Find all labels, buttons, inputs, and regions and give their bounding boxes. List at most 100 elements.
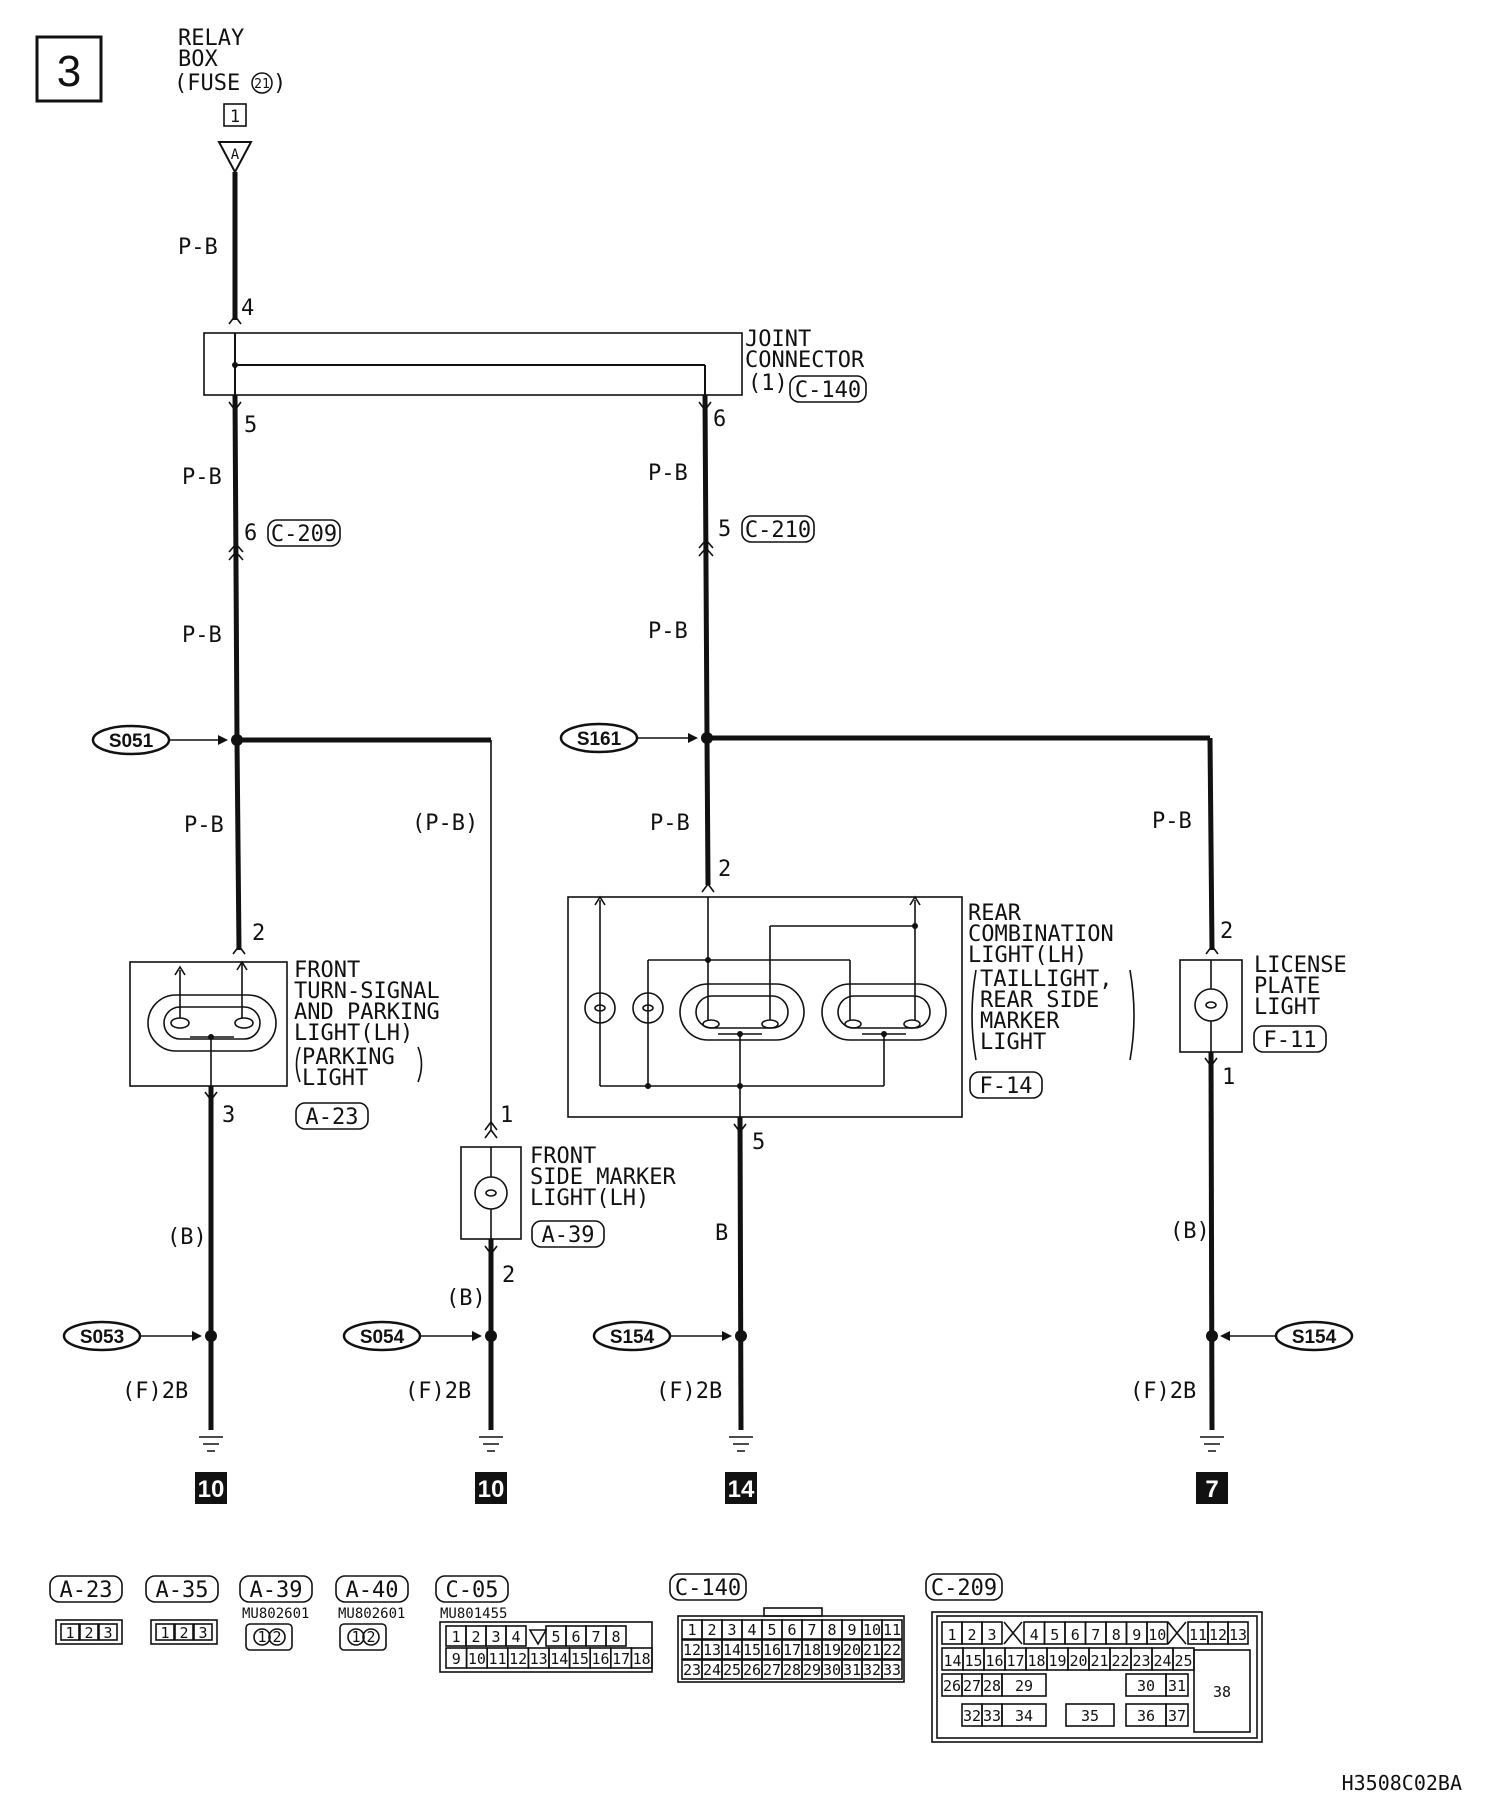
license-bulb <box>1194 988 1228 1022</box>
c209-row1b-pin: 8 <box>1112 1626 1121 1644</box>
c140-row1-pin: 9 <box>847 1621 856 1639</box>
rear-combo-label-3: LIGHT(LH) <box>968 943 1087 968</box>
rear-combo-in-arrow-icon <box>701 882 715 893</box>
junction-s054 <box>485 1330 497 1342</box>
front-turn-id: A-23 <box>306 1105 359 1130</box>
c140-row2-pin: 19 <box>823 1641 841 1659</box>
license-id: F-11 <box>1264 1028 1317 1053</box>
front-turn-label-3: AND PARKING <box>294 1000 440 1025</box>
c05-row2-pin: 9 <box>452 1650 461 1668</box>
c05-row1-pin: 6 <box>571 1628 580 1646</box>
rear-bulb-3 <box>679 983 805 1041</box>
document-code: H3508C02BA <box>1342 1771 1462 1795</box>
wire-ground-d <box>1208 1051 1215 1431</box>
legend-a40-label: A-40 <box>346 1578 399 1603</box>
splice-s054 <box>342 1320 422 1352</box>
legend-a23-connector: 1 2 3 <box>55 1619 123 1645</box>
c140-row3-pin: 26 <box>743 1661 761 1679</box>
license-label-3: LIGHT <box>1254 995 1320 1020</box>
joint-pin-left: 5 <box>244 413 257 438</box>
c140-row1-pin: 5 <box>767 1621 776 1639</box>
rear-bulb-4-fil-r <box>903 1019 921 1029</box>
c140-row3-pin: 24 <box>703 1661 721 1679</box>
legend-c05-tag <box>435 1575 509 1603</box>
c140-row1-pin: 8 <box>827 1621 836 1639</box>
c209-row1a-pin: 1 <box>947 1626 956 1644</box>
c140-row3-pin: 30 <box>823 1661 841 1679</box>
c05-row2-pin: 17 <box>612 1650 630 1668</box>
rear-node-3 <box>645 1083 651 1089</box>
joint-id-box <box>789 375 867 403</box>
c209-row4-pin: 37 <box>1168 1707 1186 1725</box>
rear-bulb-3-inner <box>695 995 789 1029</box>
wire-right-mid-label: P-B <box>648 619 688 644</box>
rear-combo-pin-bottom: 5 <box>752 1130 765 1155</box>
rear-node-6 <box>881 1031 887 1037</box>
c209-row4-pin: 34 <box>1015 1707 1033 1725</box>
front-turn-filament-r <box>234 1017 254 1029</box>
c209-row2-pin: 18 <box>1027 1652 1045 1670</box>
c05-row1-pin: 2 <box>471 1628 480 1646</box>
c209-row4-pin: 33 <box>983 1707 1001 1725</box>
rear-combo-label-7: LIGHT <box>980 1030 1046 1055</box>
c209-id-box <box>267 519 341 547</box>
c210-id-box <box>741 515 815 543</box>
rear-combo-box <box>567 896 963 1118</box>
legend-c209-tag <box>925 1573 1003 1601</box>
relay-box-label-1: RELAY <box>178 26 244 51</box>
front-turn-inner-r-arrow-icon <box>236 960 248 971</box>
wire-left-low-label: P-B <box>184 813 224 838</box>
joint-in-arrow-icon <box>228 314 242 325</box>
c209-row3-pin: 31 <box>1168 1677 1186 1695</box>
rear-bulb-3-fil-r <box>761 1019 779 1029</box>
wire-marker-feed-label: (P-B) <box>412 811 478 836</box>
c05-row1-cell <box>505 1625 527 1647</box>
relay-arrow-icon <box>217 141 253 175</box>
ground-1-ref-box <box>195 1472 227 1504</box>
joint-pin-right: 6 <box>713 407 726 432</box>
c209-pin: 6 <box>244 521 257 546</box>
rear-combo-paren-r <box>1129 969 1135 1061</box>
license-id-box <box>1253 1025 1327 1053</box>
c140-row2-pin: 17 <box>783 1641 801 1659</box>
splice-s154-b <box>1274 1320 1354 1352</box>
c209-row3-pin: 28 <box>983 1677 1001 1695</box>
c05-row1-cell <box>605 1625 627 1647</box>
wire-left-low <box>234 739 242 951</box>
legend-a40-tag <box>335 1575 409 1603</box>
c140-row1-pin: 3 <box>727 1621 736 1639</box>
license-label-1: LICENSE <box>1254 953 1347 978</box>
legend-a23-tag <box>49 1575 123 1603</box>
c140-row1-pin: 1 <box>687 1621 696 1639</box>
page-number: 3 <box>57 47 81 96</box>
joint-node <box>232 362 238 368</box>
c05-row2-pin: 11 <box>488 1650 506 1668</box>
s154b-pointer-arrow-icon <box>1220 1331 1230 1341</box>
license-label-2: PLATE <box>1254 974 1320 999</box>
ground-2-ref-box <box>475 1472 507 1504</box>
rear-combo-id: F-14 <box>980 1074 1033 1099</box>
c05-row2-pin: 15 <box>571 1650 589 1668</box>
c209-row1c-pin: 11 <box>1189 1626 1207 1644</box>
c209-row1b-cell <box>1146 1621 1169 1645</box>
c140-row3-cell <box>881 1659 903 1680</box>
ground-4-ref: 7 <box>1205 1476 1218 1503</box>
c140-row3-pin: 28 <box>783 1661 801 1679</box>
front-turn-bulb <box>147 994 277 1052</box>
legend-c209-label: C-209 <box>931 1576 997 1601</box>
c05-row2-cell <box>630 1647 653 1669</box>
c140-row1-pin: 10 <box>863 1621 881 1639</box>
license-pin-top: 2 <box>1220 919 1233 944</box>
license-pin-bottom: 1 <box>1222 1065 1235 1090</box>
c05-row1-pin: 7 <box>591 1628 600 1646</box>
wire-right-low-label: P-B <box>650 811 690 836</box>
c140-row2-pin: 22 <box>883 1641 901 1659</box>
relay-pin: 1 <box>230 107 240 127</box>
s053-pointer-arrow-icon <box>192 1331 202 1341</box>
splice-s154-a <box>592 1320 672 1352</box>
c209-row3-cell <box>1165 1673 1189 1697</box>
wire-right-upper-label: P-B <box>648 461 688 486</box>
